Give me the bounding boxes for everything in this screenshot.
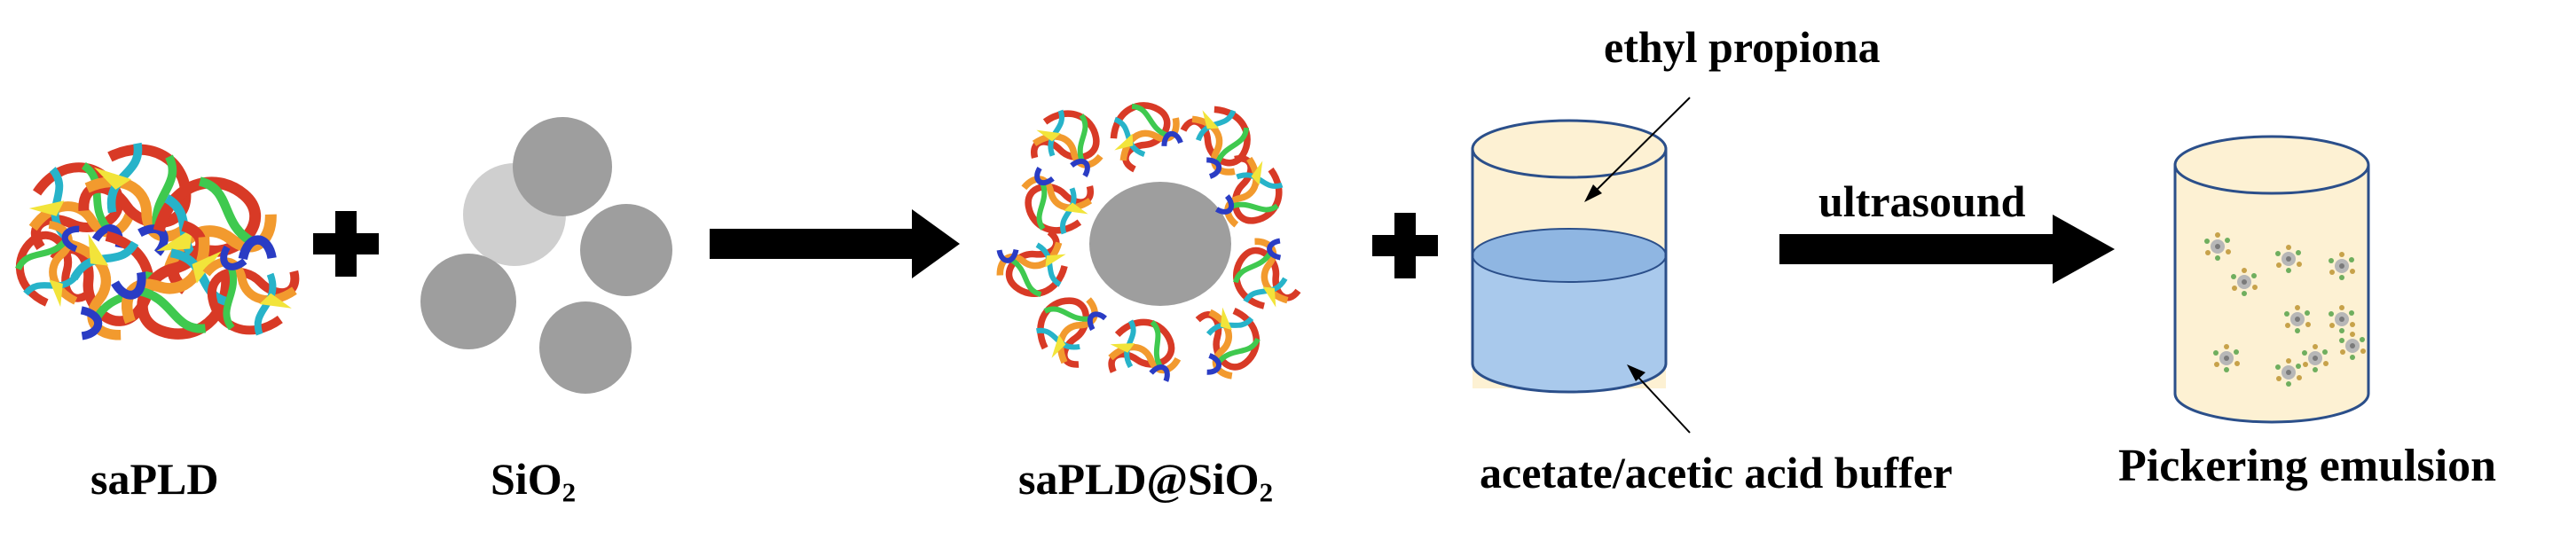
sio2-label-base: SiO [491,454,562,504]
sapld-sio2-complex-icon [992,90,1300,382]
emulsion-beaker-icon [2173,135,2370,424]
complex-label-subscript: 2 [1259,476,1274,508]
two-phase-beaker-icon [1471,119,1668,394]
oil-pointer [1584,97,1691,202]
sapld-label: saPLD [90,454,219,504]
complex-label-base: saPLD@SiO [1018,454,1260,504]
oil-phase-label: ethyl propiona [1604,22,1881,72]
silica-particles-icon [420,117,672,394]
sio2-label-subscript: 2 [562,476,577,508]
sio2-label: SiO2 [491,457,576,506]
buffer-label: acetate/acetic acid buffer [1480,448,1953,497]
right-arrow-icon [710,209,960,278]
ultrasound-label: ultrasound [1818,176,2026,226]
right-arrow-icon [1779,215,2115,284]
sapld-protein-icon [12,127,304,363]
plus-icon [313,211,379,277]
complex-label: saPLD@SiO2 [1018,457,1273,506]
product-label: Pickering emulsion [2118,441,2497,491]
plus-icon [1372,213,1438,278]
buffer-pointer [1627,364,1691,434]
